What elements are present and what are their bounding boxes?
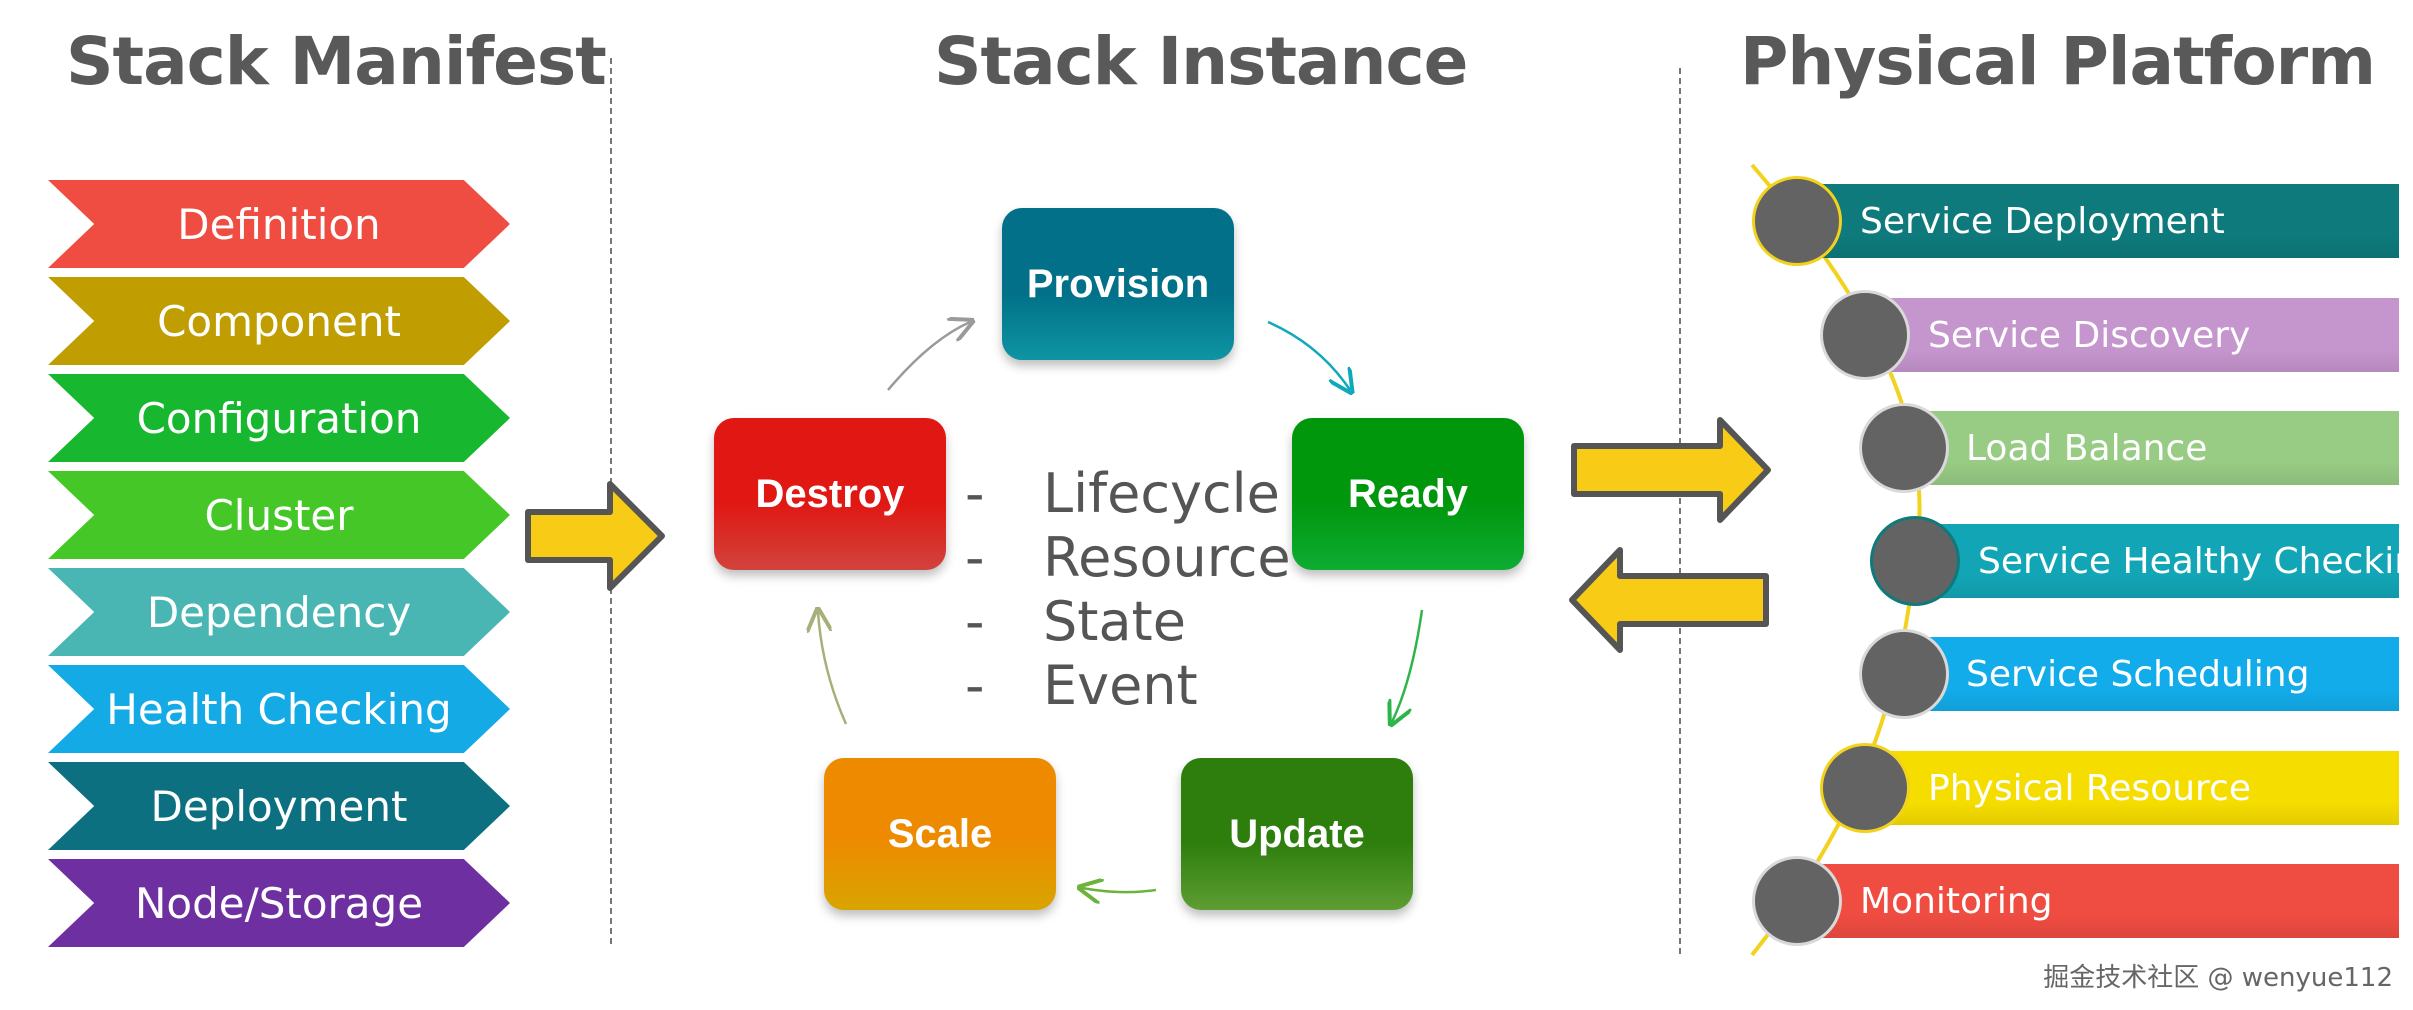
platform-item-physical-resource: Physical Resource [1876,751,2399,825]
watermark: 掘金技术社区 @ wenyue112 [2043,963,2393,993]
destroy-to-provision-arrow [887,322,970,391]
ready-to-update-arrow [1392,609,1424,722]
state-update: Update [1181,758,1413,910]
stack-instance-heading: Stack Instance [934,23,1468,100]
state-destroy: Destroy [714,418,946,570]
aspect-item: -Lifecycle [965,462,1291,526]
update-to-scale-arrow [1082,888,1157,892]
scale-to-destroy-arrow [818,612,848,725]
platform-dot-0 [1752,176,1842,266]
aspect-lifecycle: Lifecycle [1043,462,1280,525]
platform-dot-3 [1870,516,1960,606]
aspect-resource: Resource [1043,526,1291,589]
stack-manifest-heading: Stack Manifest [66,23,607,100]
divider-right [1679,68,1681,954]
aspect-bullet: - [965,654,985,717]
platform-dot-5 [1820,743,1910,833]
aspect-state: State [1043,590,1186,653]
aspect-item: -State [965,590,1291,654]
provision-to-ready-arrow [1267,320,1350,390]
platform-dot-6 [1752,856,1842,946]
state-provision: Provision [1002,208,1234,360]
aspect-bullet: - [965,526,985,589]
platform-dot-2 [1859,403,1949,493]
manifest-item-definition: Definition [48,180,510,268]
manifest-item-deployment: Deployment [48,762,510,850]
state-ready: Ready [1292,418,1524,570]
platform-dot-1 [1820,290,1910,380]
state-scale: Scale [824,758,1056,910]
aspect-bullet: - [965,590,985,653]
manifest-item-health-checking: Health Checking [48,665,510,753]
platform-item-service-discovery: Service Discovery [1876,298,2399,372]
manifest-item-configuration: Configuration [48,374,510,462]
platform-item-service-healthy-checking: Service Healthy Checking [1926,524,2413,598]
manifest-item-dependency: Dependency [48,568,510,656]
physical-platform-heading: Physical Platform [1739,23,2376,100]
instance-to-platform-arrow [1571,417,1771,523]
instance-aspect-list: -Lifecycle -Resource -State -Event [965,462,1291,718]
manifest-to-instance-arrow [525,481,665,591]
platform-dot-4 [1859,629,1949,719]
manifest-item-cluster: Cluster [48,471,510,559]
platform-item-monitoring: Monitoring [1808,864,2399,938]
manifest-item-node-storage: Node/Storage [48,859,510,947]
aspect-item: -Event [965,654,1291,718]
aspect-item: -Resource [965,526,1291,590]
aspect-bullet: - [965,462,985,525]
platform-item-load-balance: Load Balance [1912,411,2399,485]
platform-to-instance-arrow [1569,547,1769,653]
platform-item-service-scheduling: Service Scheduling [1912,637,2399,711]
aspect-event: Event [1043,654,1198,717]
manifest-item-component: Component [48,277,510,365]
platform-item-service-deployment: Service Deployment [1808,184,2399,258]
